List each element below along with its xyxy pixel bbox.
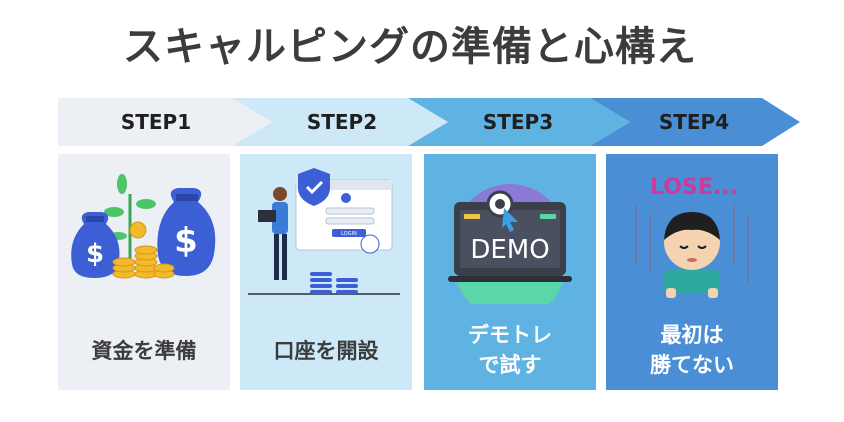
step4-card: LOSE... 最初は 勝てない xyxy=(606,154,778,390)
step3-card: DEMO デモトレ で試す xyxy=(424,154,596,390)
step1-card: $ $ 資金を準備 xyxy=(58,154,230,390)
step3-caption-line2: で試す xyxy=(478,353,542,377)
step2-card: LOGIN 口座を開設 xyxy=(240,154,412,390)
svg-text:$: $ xyxy=(174,221,198,261)
page-title: スキャルピングの準備と心構え xyxy=(123,24,697,70)
step4-caption-line2: 勝てない xyxy=(650,353,734,377)
step3-arrow xyxy=(408,98,630,146)
step1-caption: 資金を準備 xyxy=(91,339,197,363)
svg-text:$: $ xyxy=(86,239,104,269)
step4-caption-line1: 最初は xyxy=(660,323,724,347)
step4-arrow xyxy=(590,98,800,146)
money-bags-icon: $ $ xyxy=(71,174,216,279)
login-screen-icon: LOGIN xyxy=(248,168,400,295)
step3-label: STEP3 xyxy=(482,110,554,134)
step-arrow-band xyxy=(58,98,800,146)
step2-label: STEP2 xyxy=(306,110,378,134)
step2-arrow xyxy=(232,98,448,146)
demo-laptop-icon: DEMO xyxy=(448,184,572,304)
step1-label: STEP1 xyxy=(120,110,192,134)
lose-text: LOSE... xyxy=(650,175,738,200)
step2-caption: 口座を開設 xyxy=(273,339,379,363)
lose-person-icon: LOSE... xyxy=(635,175,749,298)
step1-arrow xyxy=(58,98,272,146)
demo-screen-text: DEMO xyxy=(470,235,549,265)
step3-caption-line1: デモトレ xyxy=(468,323,552,347)
login-button-text: LOGIN xyxy=(341,231,357,237)
step4-label: STEP4 xyxy=(658,110,730,134)
